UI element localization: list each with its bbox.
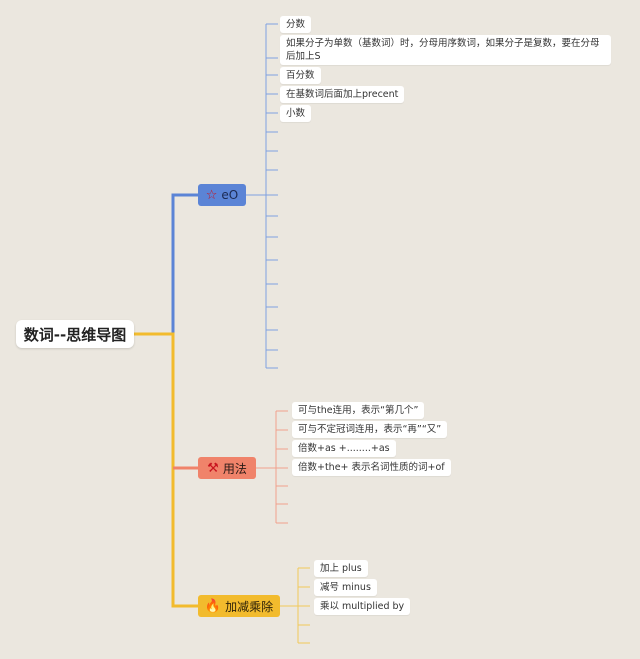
fire-icon: 🔥	[204, 598, 222, 614]
leaf-node[interactable]: 在基数词后面加上precent	[280, 86, 405, 103]
star-outline-icon: ☆	[205, 187, 218, 203]
wrench-icon: ⚒	[207, 460, 219, 476]
leaf-node[interactable]: 如果分子为单数（基数词）时，分母用序数词，如果分子是复数，要在分母后加上S	[280, 35, 611, 65]
branch-node-fractions[interactable]: ☆ eO	[198, 184, 246, 206]
root-node[interactable]: 数词--思维导图	[16, 320, 134, 348]
branch-label: 用法	[222, 461, 247, 476]
leaf-node[interactable]: 可与不定冠词连用，表示“再”“又”	[292, 421, 448, 438]
coral-branch-tree	[256, 410, 288, 524]
root-connector-yellow	[171, 468, 198, 608]
branch-node-usage[interactable]: ⚒ 用法	[198, 457, 256, 479]
leaf-node[interactable]: 可与the连用，表示“第几个”	[292, 402, 425, 419]
leaf-node[interactable]: 加上 plus	[314, 560, 368, 577]
root-connector-blue	[134, 193, 198, 336]
blue-branch-tree	[246, 23, 278, 369]
yellow-branch-tree	[280, 567, 310, 644]
leaf-node[interactable]: 小数	[280, 105, 312, 122]
branch-label: 加减乘除	[225, 599, 274, 614]
branch-label: eO	[221, 188, 239, 202]
root-connector-coral	[134, 332, 198, 470]
branch-node-arithmetic[interactable]: 🔥 加减乘除	[198, 595, 280, 617]
leaf-node[interactable]: 倍数+as +........+as	[292, 440, 396, 457]
leaf-node[interactable]: 乘以 multiplied by	[314, 598, 411, 615]
leaf-node[interactable]: 分数	[280, 16, 312, 33]
leaf-node[interactable]: 减号 minus	[314, 579, 377, 596]
leaf-node[interactable]: 百分数	[280, 67, 321, 84]
leaf-node[interactable]: 倍数+the+ 表示名词性质的词+of	[292, 459, 451, 476]
